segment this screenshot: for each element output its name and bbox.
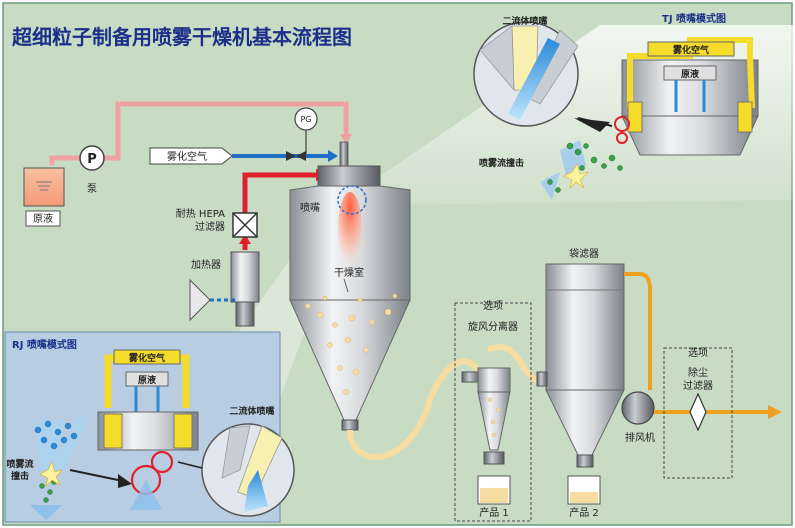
- product1-label: 产品 1: [479, 506, 509, 519]
- intake-blower-icon: [189, 278, 211, 322]
- rj-two-fluid-nozzle: 二流体喷嘴: [229, 405, 274, 417]
- rj-raw-liquid: 原液: [138, 374, 157, 386]
- hepa-label-line1: 耐热 HEPA: [176, 207, 225, 220]
- cyclone-label: 旋风分离器: [468, 320, 518, 333]
- rj-nozzle-inset: RJ 喷嘴模式图 雾化空气 原液 喷雾流 撞击: [6, 338, 295, 520]
- tj-spray-collision: 喷雾流撞击: [479, 157, 524, 169]
- product-duct: [347, 358, 483, 461]
- pump-icon: [79, 145, 105, 171]
- air-distributor: [317, 165, 381, 189]
- raw-liquid-label: 原液: [33, 212, 53, 225]
- dust-filter-icon: [689, 392, 707, 432]
- cyclone-separator: [477, 367, 511, 393]
- rj-inset-title: RJ 喷嘴模式图: [12, 338, 77, 351]
- rj-atomizing-air: 雾化空气: [128, 352, 165, 364]
- pg-label: PG: [300, 115, 311, 124]
- bag-filter: [545, 263, 625, 391]
- rj-spray-collision-line1: 喷雾流: [6, 458, 33, 470]
- atomizing-air-tag: [149, 147, 233, 165]
- rj-spray-collision-line2: 撞击: [11, 470, 29, 482]
- spray-plume: [338, 192, 362, 268]
- hepa-label-line2: 过滤器: [195, 220, 225, 233]
- tj-nozzle-inset: TJ 喷嘴模式图 雾化空气 原液 二流体喷嘴: [473, 12, 759, 200]
- exhaust-fan-label: 排风机: [625, 431, 655, 444]
- product2-label: 产品 2: [569, 506, 599, 519]
- dust-filter-option-box: [663, 347, 733, 479]
- powder-particles: [305, 293, 398, 395]
- nozzle-label: 喷嘴: [300, 202, 320, 214]
- bag-filter-label: 袋滤器: [569, 247, 599, 260]
- feed-line-tank: [49, 155, 80, 165]
- tj-atomizing-air: 雾化空气: [672, 44, 709, 56]
- pump-label: 泵: [87, 183, 97, 195]
- cyclone-option-box: [454, 302, 532, 522]
- dust-option-label: 选项: [688, 346, 708, 359]
- tj-raw-liquid: 原液: [681, 68, 700, 80]
- exhaust-line: [624, 272, 652, 390]
- valve-icon: [286, 151, 296, 161]
- cyclone-option-label: 选项: [483, 299, 503, 312]
- raw-liquid-tank: [23, 167, 65, 207]
- dust-filter-label-line2: 过滤器: [683, 379, 713, 392]
- feed-arrow: [340, 134, 352, 144]
- exhaust-fan-icon: [621, 391, 655, 425]
- heater: [230, 251, 260, 303]
- pump-symbol: P: [87, 152, 97, 167]
- atomizing-air-label: 雾化空气: [167, 150, 207, 163]
- dust-filter-label-line1: 除尘: [688, 366, 708, 379]
- heater-label: 加热器: [191, 258, 221, 271]
- drying-chamber-label: 干燥室: [334, 266, 364, 279]
- tj-inset-title: TJ 喷嘴模式图: [662, 12, 726, 25]
- page-title: 超细粒子制备用喷雾干燥机基本流程图: [11, 25, 352, 49]
- tj-two-fluid-nozzle: 二流体喷嘴: [502, 15, 547, 27]
- nozzle-zoom-circle: [337, 185, 367, 215]
- feed-line: [104, 101, 349, 161]
